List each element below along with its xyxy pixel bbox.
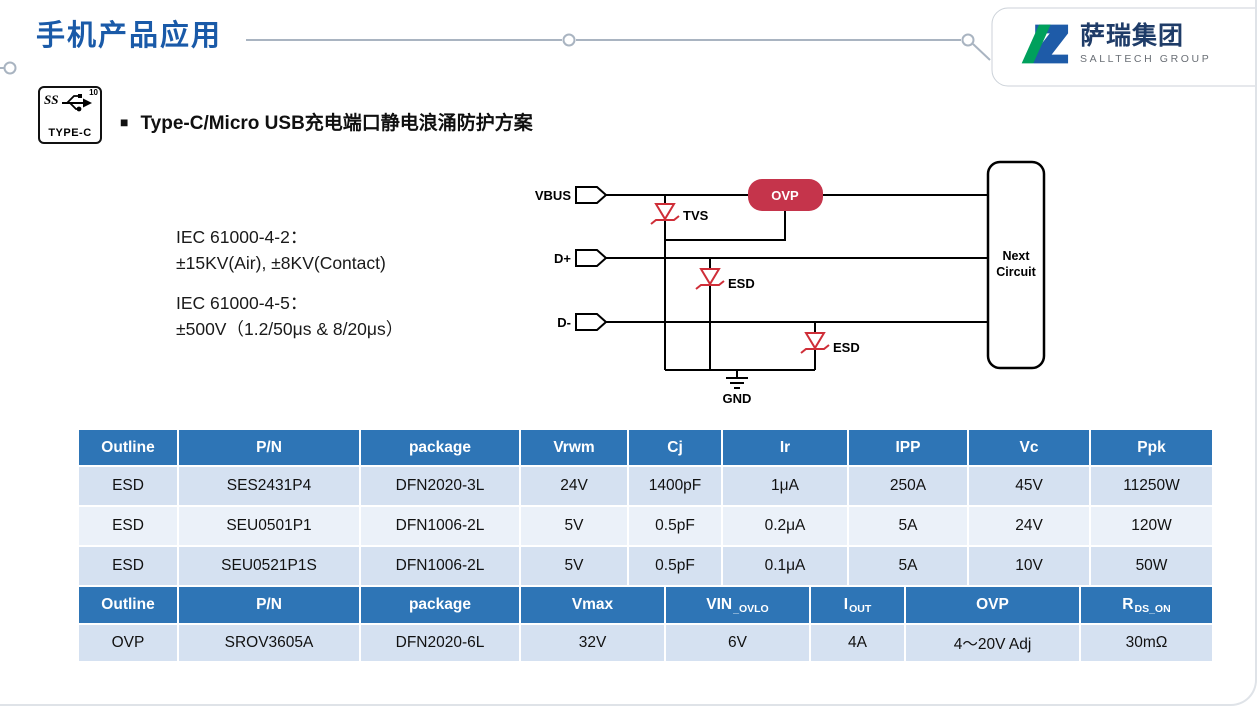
esd-diode-icon: [800, 332, 830, 354]
column-header: package: [360, 429, 520, 466]
table-cell: OVP: [78, 624, 178, 662]
dminus-connector: [575, 313, 608, 331]
table-cell: 6V: [665, 624, 810, 662]
next-circuit-label-2: Circuit: [996, 265, 1036, 279]
iec-line-4: ±500V（1.2/50μs & 8/20μs）: [176, 319, 404, 339]
column-header: package: [360, 586, 520, 624]
usb-trident-icon: [62, 94, 92, 112]
logo: 萨瑞集团 SALLTECH GROUP: [1012, 20, 1211, 68]
column-header: Outline: [78, 586, 178, 624]
column-header: VIN_OVLO: [665, 586, 810, 624]
table-cell: 4A: [810, 624, 905, 662]
dplus-connector: [575, 249, 608, 267]
table-cell: 0.5pF: [628, 506, 722, 546]
esd1-label: ESD: [728, 276, 755, 291]
section-title: ■ Type-C/Micro USB充电端口静电浪涌防护方案: [120, 108, 533, 135]
column-header: Outline: [78, 429, 178, 466]
tvs-diode-icon: [650, 203, 680, 225]
table-cell: 5A: [848, 506, 968, 546]
table-cell: SES2431P4: [178, 466, 360, 506]
gnd-icon: [726, 370, 748, 389]
circuit-diagram: VBUS OVP TVS D+ ESD D- ESD: [535, 160, 1046, 406]
next-circuit-label-1: Next: [1002, 249, 1030, 263]
column-header: OVP: [905, 586, 1080, 624]
table-cell: 11250W: [1090, 466, 1213, 506]
column-header: Cj: [628, 429, 722, 466]
typec-badge: SS 10 TYPE-C: [38, 86, 102, 144]
table-cell: 10V: [968, 546, 1090, 586]
dminus-label: D-: [557, 315, 571, 330]
salltech-logo-icon: [1021, 24, 1069, 64]
table-cell: ESD: [78, 546, 178, 586]
iec-line-1: IEC 61000-4-2：: [176, 227, 308, 247]
table-cell: 5V: [520, 506, 628, 546]
column-header: IPP: [848, 429, 968, 466]
table-cell: 4～20V Adj: [905, 624, 1080, 662]
logo-name-en: SALLTECH GROUP: [1080, 52, 1212, 65]
ovp-label: OVP: [771, 188, 799, 203]
esd2-label: ESD: [833, 340, 860, 355]
usb-ss-mark: SS 10: [40, 88, 100, 127]
table-cell: 45V: [968, 466, 1090, 506]
table-cell: ESD: [78, 466, 178, 506]
vbus-label: VBUS: [535, 188, 571, 203]
iec-line-2: ±15KV(Air), ±8KV(Contact): [176, 253, 386, 273]
dplus-label: D+: [554, 251, 571, 266]
table-cell: DFN1006-2L: [360, 506, 520, 546]
page-title: 手机产品应用: [36, 20, 223, 52]
ovp-gnd-wire: [665, 211, 786, 241]
esd-diode-icon: [695, 268, 725, 290]
table-cell: 32V: [520, 624, 665, 662]
table-cell: 0.5pF: [628, 546, 722, 586]
table-cell: 50W: [1090, 546, 1213, 586]
table-cell: 24V: [520, 466, 628, 506]
table-cell: SEU0501P1: [178, 506, 360, 546]
table-cell: 24V: [968, 506, 1090, 546]
table-cell: 0.1μA: [722, 546, 848, 586]
table-cell: 250A: [848, 466, 968, 506]
usb-ss-label: SS: [44, 92, 59, 107]
column-header: Vrwm: [520, 429, 628, 466]
ovp-box: [748, 179, 823, 211]
logo-text: 萨瑞集团 SALLTECH GROUP: [1080, 21, 1212, 65]
tvs-label: TVS: [683, 208, 709, 223]
usb-10gbps-label: 10: [89, 88, 98, 97]
vbus-connector: [575, 186, 608, 204]
column-header: P/N: [178, 586, 360, 624]
typec-label: TYPE-C: [48, 127, 92, 139]
table-cell: 5V: [520, 546, 628, 586]
table-cell: 120W: [1090, 506, 1213, 546]
column-header: Ir: [722, 429, 848, 466]
table-cell: 5A: [848, 546, 968, 586]
section-title-text: Type-C/Micro USB充电端口静电浪涌防护方案: [140, 113, 533, 134]
logo-name-cn: 萨瑞集团: [1080, 21, 1185, 50]
iec-spec-block: IEC 61000-4-2： ±15KV(Air), ±8KV(Contact)…: [176, 224, 403, 342]
next-circuit-box: [986, 160, 1046, 370]
table-cell: DFN2020-6L: [360, 624, 520, 662]
table-cell: 0.2μA: [722, 506, 848, 546]
table-cell: 1μA: [722, 466, 848, 506]
column-header: P/N: [178, 429, 360, 466]
table-cell: DFN1006-2L: [360, 546, 520, 586]
gnd-label: GND: [723, 391, 752, 406]
bullet-icon: ■: [120, 113, 129, 130]
column-header: Ppk: [1090, 429, 1213, 466]
table-cell: SROV3605A: [178, 624, 360, 662]
table-cell: DFN2020-3L: [360, 466, 520, 506]
table-cell: 1400pF: [628, 466, 722, 506]
table-cell: ESD: [78, 506, 178, 546]
column-header: Vc: [968, 429, 1090, 466]
table-cell: 30mΩ: [1080, 624, 1213, 662]
column-header: Vmax: [520, 586, 665, 624]
table-cell: SEU0521P1S: [178, 546, 360, 586]
iec-line-3: IEC 61000-4-5：: [176, 293, 308, 313]
